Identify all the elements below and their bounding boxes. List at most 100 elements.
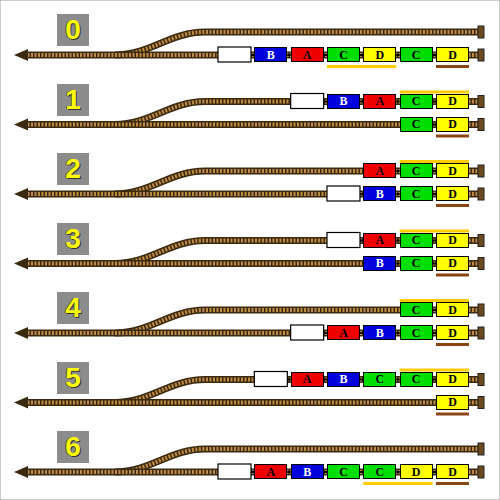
locomotive <box>291 94 324 109</box>
marker-bar <box>363 482 432 485</box>
buffer-stop <box>478 374 484 386</box>
marker-bar <box>436 135 469 138</box>
buffer-stop <box>478 96 484 108</box>
locomotive <box>218 47 251 62</box>
wagon-letter: C <box>412 257 421 269</box>
wagon-box: B <box>363 256 396 271</box>
buffer-stop <box>478 304 484 316</box>
wagon-letter: C <box>412 118 421 130</box>
wagon-letter: C <box>412 373 421 385</box>
wagon-letter: D <box>448 234 457 246</box>
main-track-rails <box>24 399 480 406</box>
wagon-letter: B <box>376 188 384 200</box>
wagon-box: C <box>400 233 433 248</box>
wagon-box: B <box>327 372 360 387</box>
step-number-text: 1 <box>65 86 81 114</box>
wagon-letter: D <box>448 373 457 385</box>
buffer-stop <box>478 466 484 478</box>
wagon-letter: D <box>448 466 457 478</box>
wagon-letter: C <box>339 466 348 478</box>
wagon-box: B <box>363 186 396 201</box>
wagon-box: D <box>436 117 469 132</box>
wagon-letter: A <box>339 327 348 339</box>
wagon-letter: B <box>376 257 384 269</box>
wagon-box: D <box>436 163 469 178</box>
wagon-letter: A <box>303 373 312 385</box>
wagon-box: D <box>436 256 469 271</box>
wagon-letter: B <box>339 95 347 107</box>
wagon-box: D <box>436 233 469 248</box>
direction-arrow <box>14 466 28 478</box>
wagon-letter: C <box>339 49 348 61</box>
buffer-stop <box>478 397 484 409</box>
wagon-letter: C <box>375 373 384 385</box>
wagon-box: C <box>400 163 433 178</box>
marker-bar <box>436 343 469 346</box>
buffer-stop <box>478 119 484 131</box>
wagon-box: C <box>400 186 433 201</box>
step-number-text: 5 <box>65 364 81 392</box>
wagon-box: D <box>436 302 469 317</box>
marker-bar <box>436 65 469 68</box>
wagon-box: C <box>363 464 396 479</box>
wagon-box: D <box>436 325 469 340</box>
wagon-letter: C <box>412 234 421 246</box>
direction-arrow <box>14 327 28 339</box>
buffer-stop <box>478 165 484 177</box>
step-number: 3 <box>57 223 89 255</box>
wagon-letter: D <box>448 304 457 316</box>
wagon-box: A <box>291 372 324 387</box>
wagon-box: B <box>363 325 396 340</box>
step-number-text: 3 <box>65 225 81 253</box>
wagon-box: D <box>436 372 469 387</box>
direction-arrow <box>14 188 28 200</box>
wagon-letter: C <box>412 165 421 177</box>
wagon-box: A <box>291 47 324 62</box>
wagon-box: C <box>400 47 433 62</box>
wagon-box: C <box>400 302 433 317</box>
wagon-letter: D <box>448 118 457 130</box>
marker-bar <box>436 413 469 416</box>
wagon-letter: A <box>375 95 384 107</box>
wagon-letter: C <box>412 327 421 339</box>
wagon-letter: D <box>375 49 384 61</box>
wagon-box: C <box>400 94 433 109</box>
wagon-letter: D <box>448 257 457 269</box>
wagon-letter: B <box>339 373 347 385</box>
direction-arrow <box>14 119 28 131</box>
wagon-box: C <box>400 325 433 340</box>
locomotive <box>218 464 251 479</box>
locomotive <box>291 325 324 340</box>
marker-bar <box>436 204 469 207</box>
marker-bar <box>436 274 469 277</box>
locomotive <box>254 372 287 387</box>
wagon-letter: A <box>375 234 384 246</box>
step-number-text: 6 <box>65 433 81 461</box>
wagon-letter: B <box>303 466 311 478</box>
wagon-box: C <box>400 372 433 387</box>
wagon-letter: D <box>412 466 421 478</box>
buffer-stop <box>478 443 484 455</box>
buffer-stop <box>478 188 484 200</box>
wagon-letter: D <box>448 396 457 408</box>
wagon-box: C <box>363 372 396 387</box>
wagon-letter: D <box>448 327 457 339</box>
step-number: 1 <box>57 84 89 116</box>
step-number: 5 <box>57 362 89 394</box>
buffer-stop <box>478 258 484 270</box>
wagon-box: D <box>400 464 433 479</box>
step-number: 6 <box>57 431 89 463</box>
wagon-letter: C <box>412 304 421 316</box>
wagon-box: B <box>327 94 360 109</box>
wagon-letter: C <box>412 188 421 200</box>
wagon-box: B <box>291 464 324 479</box>
step-number: 4 <box>57 292 89 324</box>
wagon-box: A <box>363 233 396 248</box>
wagon-box: C <box>400 117 433 132</box>
wagon-letter: A <box>375 165 384 177</box>
step-number-text: 0 <box>65 16 81 44</box>
marker-bar <box>327 65 396 68</box>
wagon-box: D <box>436 47 469 62</box>
